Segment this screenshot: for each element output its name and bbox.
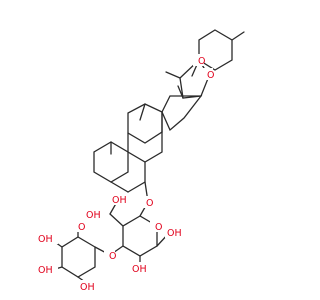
oxygen-thp-ring: O — [198, 56, 205, 67]
molecule-diagram: O O O O O O OH OH OH OH OH OH OH — [36, 29, 245, 293]
hydroxyl-pentose-b: OH — [38, 265, 53, 276]
hydroxyl-pentose-a: OH — [38, 234, 53, 245]
hydroxyl-hexose-c3: OH — [132, 264, 147, 275]
oxygen-spiro-ring: O — [207, 70, 214, 81]
oxygen-interglycosidic: O — [109, 251, 116, 262]
atom-labels: O O O O O O OH OH OH OH OH OH OH — [36, 54, 214, 293]
oxygen-pentose-ring: O — [78, 222, 85, 233]
hydroxyl-hexose-c2: OH — [167, 228, 182, 239]
oxygen-hexose-ring: O — [155, 222, 162, 233]
hydroxyl-pentose-d: OH — [86, 210, 101, 221]
hydroxyl-pentose-c: OH — [80, 282, 95, 293]
bond-network — [51, 29, 245, 285]
oxygen-glycosidic-aglycone: O — [146, 198, 153, 209]
hydroxyl-hydroxymethyl: OH — [112, 195, 127, 206]
